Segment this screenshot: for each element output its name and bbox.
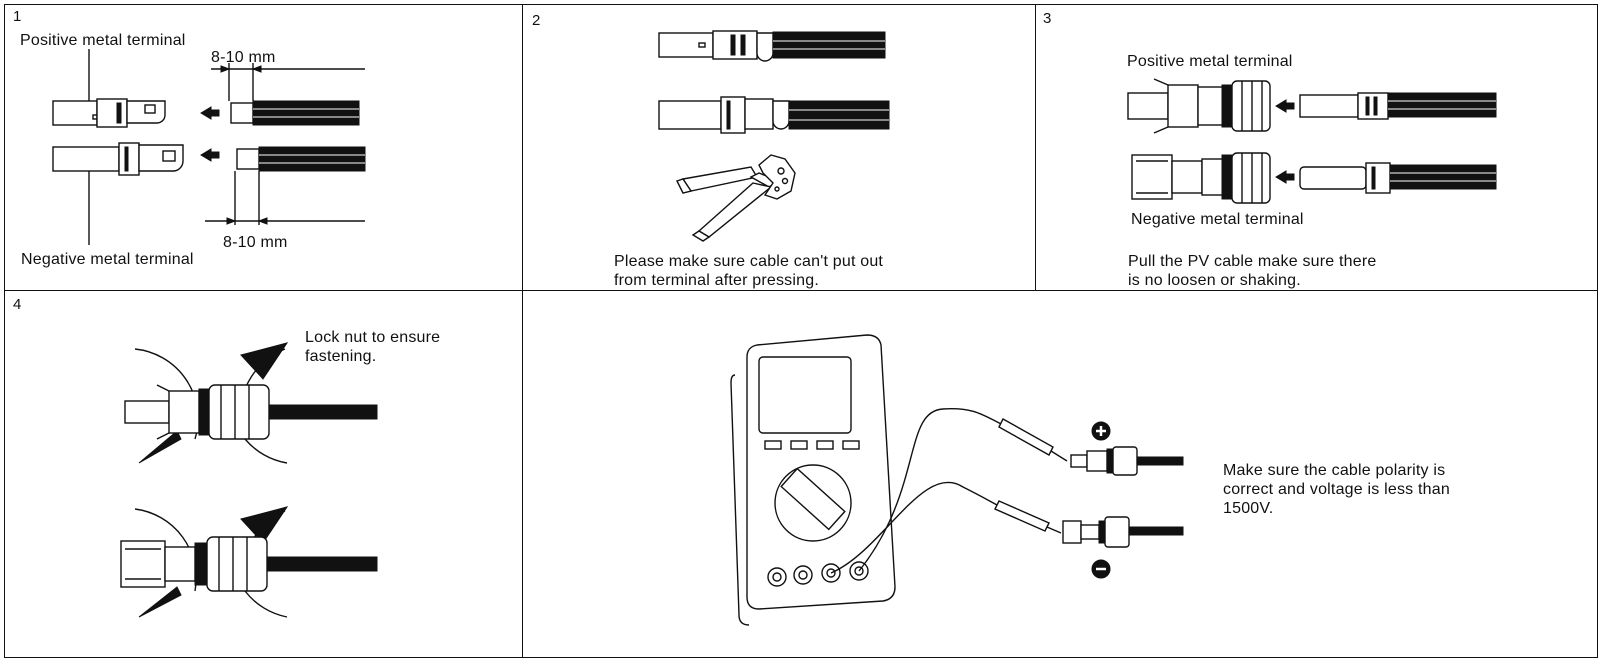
step-1-strip-length-bottom: 8-10 mm (223, 234, 288, 251)
step-4-caption: Lock nut to ensure fastening. (305, 329, 441, 365)
step-4-illustration (120, 342, 378, 618)
step-2-caption: Please make sure cable can't put out fro… (614, 253, 884, 289)
step-4-number: 4 (13, 296, 22, 313)
step-1-positive-label: Positive metal terminal (20, 32, 186, 49)
step-2-illustration (658, 30, 890, 242)
step-2-panel: 2 Please make sure cable can't put out f… (522, 4, 1038, 292)
step-3-panel: 3 Positive metal terminal Negative metal… (1035, 4, 1598, 292)
step-1-negative-label: Negative metal terminal (21, 251, 194, 268)
step-3-caption: Pull the PV cable make sure there is no … (1128, 253, 1377, 289)
step-5-panel: Make sure the cable polarity is correct … (522, 290, 1598, 658)
step-1-illustration (52, 49, 366, 245)
step-5-illustration (730, 334, 1184, 626)
crimping-plier-icon (676, 154, 796, 242)
step-5-caption: Make sure the cable polarity is correct … (1223, 462, 1450, 517)
step-2-number: 2 (532, 12, 541, 29)
step-3-negative-label: Negative metal terminal (1131, 211, 1304, 228)
multimeter-icon (730, 334, 896, 626)
step-4-panel: 4 Lock nut to ensure fastening. + - (4, 290, 524, 658)
step-1-panel: 1 Positive metal terminal Negative metal… (4, 4, 524, 292)
step-3-number: 3 (1043, 10, 1052, 27)
step-3-positive-label: Positive metal terminal (1127, 53, 1293, 70)
step-3-illustration (1127, 78, 1497, 204)
step-1-strip-length-top: 8-10 mm (211, 49, 276, 66)
instruction-sheet: 1 Positive metal terminal Negative metal… (4, 4, 1598, 658)
step-1-number: 1 (13, 8, 22, 25)
